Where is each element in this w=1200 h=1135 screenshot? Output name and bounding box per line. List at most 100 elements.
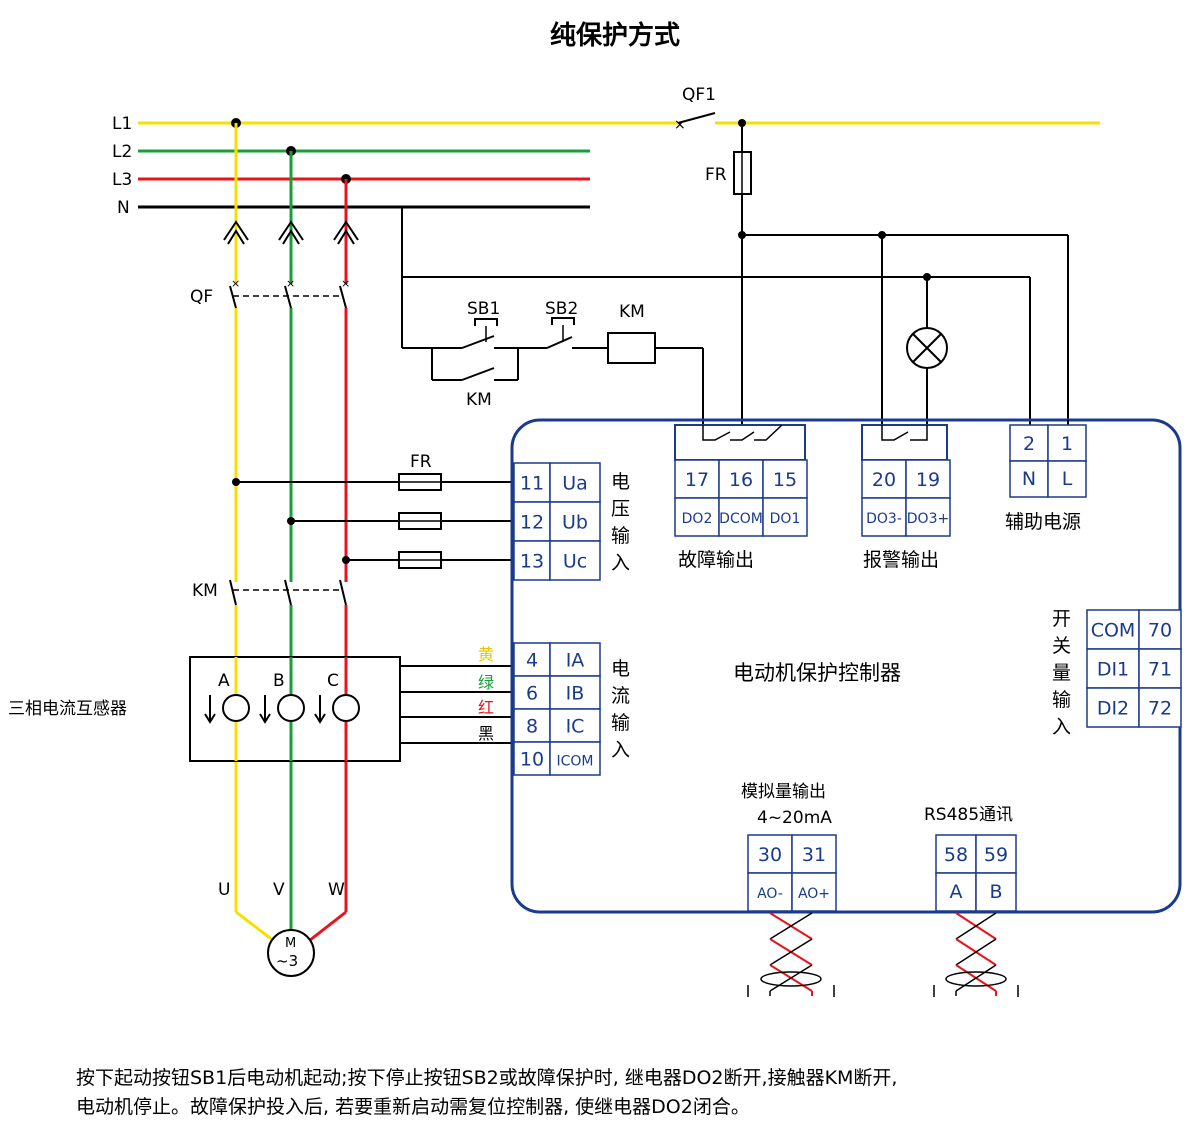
label-motor-v: V <box>273 880 285 900</box>
voltage-input-label: 电 <box>611 471 630 493</box>
qf-breaker: × × × QF <box>190 277 358 309</box>
label-fr-top: FR <box>705 165 727 185</box>
alarm-lamp-icon <box>906 327 948 369</box>
wire-color-yellow: 黄 <box>478 645 494 664</box>
neutral-branch <box>401 207 1031 425</box>
supply-lines: L1 L2 L3 N <box>112 114 1100 218</box>
switch-terminal-num: 71 <box>1148 659 1172 681</box>
analog-terminal-num: 30 <box>758 844 782 866</box>
fault-terminal-cell <box>718 459 764 499</box>
voltage-terminal-cell <box>549 462 601 503</box>
aux-power-terminal-cell <box>1009 460 1049 498</box>
voltage-terminal-name: Ua <box>562 473 588 495</box>
fault-terminal-cell <box>762 459 808 499</box>
fault-terminal-num: 17 <box>685 469 709 491</box>
switch-terminal-name: DI1 <box>1097 659 1129 681</box>
fault-terminal-name: DO2 <box>682 511 713 527</box>
fault-terminal-num: 15 <box>773 469 797 491</box>
rs485-terminal-name: B <box>989 881 1002 903</box>
aux-power-terminal-name: L <box>1062 468 1073 490</box>
current-terminal-name: IB <box>566 683 585 705</box>
start-stop-circuit: SB1 KM SB2 KM <box>402 299 704 425</box>
label-sb1: SB1 <box>467 299 500 319</box>
current-terminal-name: IA <box>566 650 585 672</box>
rs485-terminal-cell <box>975 872 1017 912</box>
switch-input-label: 开 <box>1052 608 1071 630</box>
switch-terminal-cell <box>1138 687 1182 728</box>
label-km-aux: KM <box>466 390 492 410</box>
fault-terminal-name: DO1 <box>770 511 801 527</box>
label-qf: QF <box>190 287 213 307</box>
voltage-terminal-name: Uc <box>563 551 587 573</box>
alarm-terminal-cell <box>905 459 951 499</box>
label-l3: L3 <box>112 170 132 190</box>
current-input-label: 输 <box>611 712 630 734</box>
svg-text:×: × <box>341 277 350 290</box>
current-terminal-cell <box>513 741 551 776</box>
voltage-terminal-name: Ub <box>562 512 588 534</box>
aux-power-terminal-cell <box>1009 424 1049 462</box>
current-input-label: 流 <box>611 685 630 707</box>
switch-terminal-cell <box>1138 609 1182 650</box>
rs485-terminal-cell <box>935 834 977 874</box>
label-motor-u: U <box>218 880 230 900</box>
current-terminal-num: 4 <box>526 650 538 672</box>
rs485-terminal-num: 59 <box>984 844 1008 866</box>
aux-power-terminal-cell <box>1047 424 1087 462</box>
analog-output-label: 模拟量输出 <box>741 782 826 802</box>
ct-label: 三相电流互感器 <box>8 699 127 719</box>
rs485-terminal-num: 58 <box>944 844 968 866</box>
label-l1: L1 <box>112 114 132 134</box>
current-terminal-name: ICOM <box>556 754 593 770</box>
analog-terminal-num: 31 <box>802 844 826 866</box>
voltage-terminal-cell <box>513 462 551 503</box>
rs485-terminal-name: A <box>950 881 963 903</box>
alarm-output-label: 报警输出 <box>863 549 939 571</box>
twisted-pairs <box>747 912 1019 997</box>
current-terminal-num: 10 <box>520 749 544 771</box>
aux-power-label: 辅助电源 <box>1005 511 1081 533</box>
current-input-label: 入 <box>611 739 630 761</box>
wire-color-red: 红 <box>478 698 494 717</box>
note: 按下起动按钮SB1后电动机起动;按下停止按钮SB2或故障保护时, 继电器DO2断… <box>76 1064 1176 1122</box>
switch-terminal-cell <box>1086 687 1140 728</box>
svg-text:×: × <box>231 277 240 290</box>
ct-box: A B C 三相电流互感器 黄 绿 红 黑 <box>8 645 514 762</box>
fault-terminal-cell <box>674 497 720 537</box>
ct-phase-b: B <box>273 671 285 691</box>
alarm-terminal-name: DO3- <box>866 511 902 527</box>
analog-terminal-cell <box>747 872 793 912</box>
voltage-terminal-cell <box>549 540 601 581</box>
fault-terminal-name: DCOM <box>719 511 763 527</box>
svg-text:×: × <box>286 277 295 290</box>
km-contactor: KM <box>192 577 358 606</box>
label-km-coil: KM <box>619 302 645 322</box>
voltage-terminal-num: 12 <box>520 512 544 534</box>
current-terminal-cell <box>549 741 601 776</box>
fault-terminal-num: 16 <box>729 469 753 491</box>
aux-power-terminal-num: 1 <box>1061 433 1073 455</box>
voltage-terminal-num: 13 <box>520 551 544 573</box>
alarm-terminal-cell <box>861 459 907 499</box>
voltage-terminal-num: 11 <box>520 473 544 495</box>
alarm-terminal-num: 19 <box>916 469 940 491</box>
label-n: N <box>117 198 130 218</box>
controller-name: 电动机保护控制器 <box>733 661 901 685</box>
relay-contacts <box>674 424 948 461</box>
motor-m: M <box>285 936 296 951</box>
switch-terminal-name: COM <box>1091 620 1136 642</box>
km-coil <box>607 332 656 364</box>
label-sb2: SB2 <box>545 299 578 319</box>
motor-icon <box>267 929 315 977</box>
fault-terminal-cell <box>762 497 808 537</box>
aux-power-terminal-cell <box>1047 460 1087 498</box>
ct-phase-c: C <box>327 671 339 691</box>
phase-conductors <box>234 123 348 946</box>
current-terminal-name: IC <box>566 716 585 738</box>
motor: U V W M ~3 <box>218 880 345 977</box>
fault-terminal-cell <box>718 497 764 537</box>
current-terminal-num: 6 <box>526 683 538 705</box>
switch-terminal-num: 70 <box>1148 620 1172 642</box>
